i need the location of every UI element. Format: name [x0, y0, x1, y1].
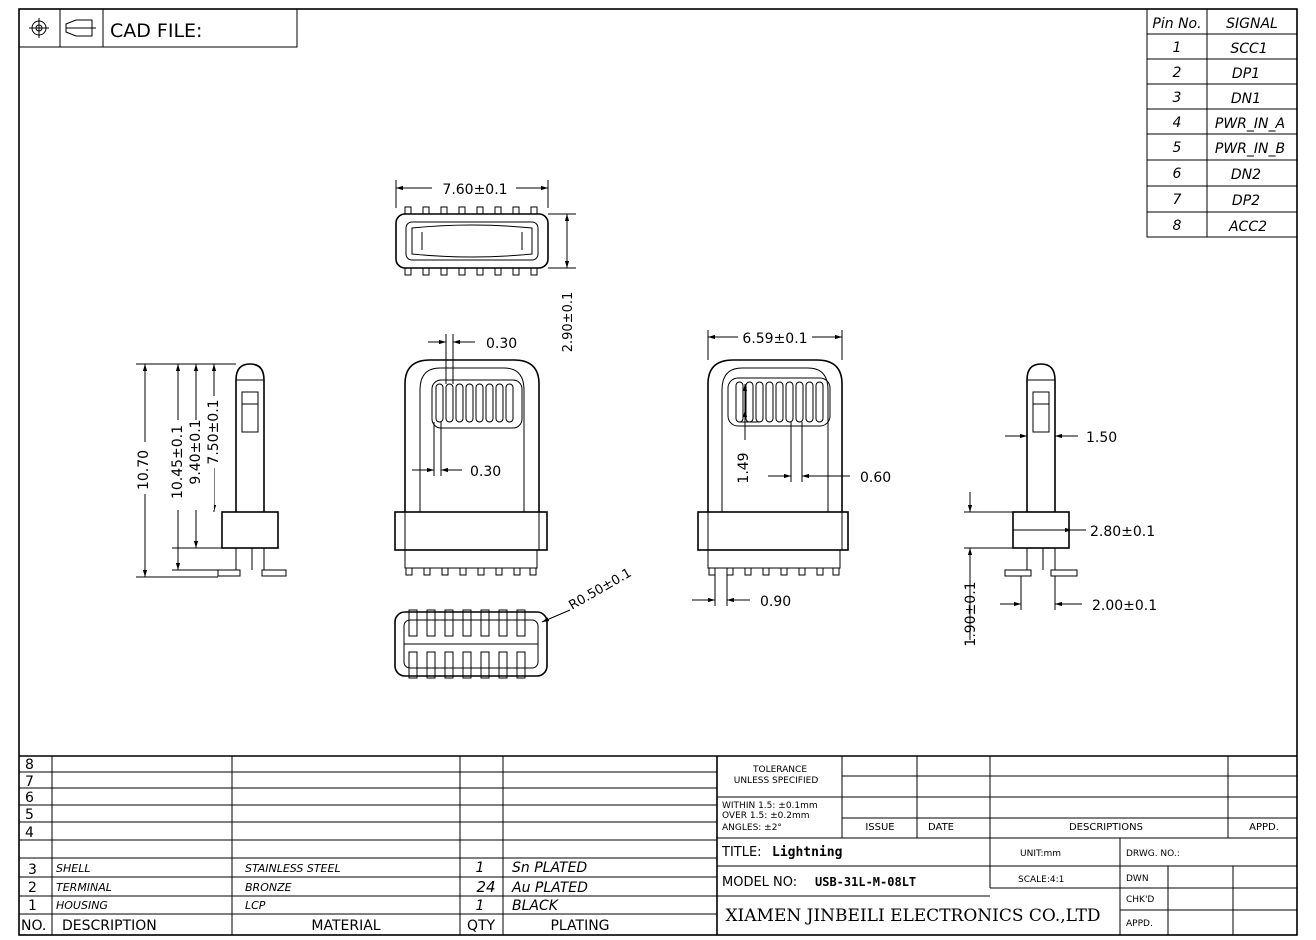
tolerance-over: OVER 1.5: ±0.2mm	[722, 811, 809, 821]
pin-number: 4	[1173, 115, 1182, 131]
pin-number: 5	[1173, 140, 1182, 156]
pin-signal: DP1	[1232, 66, 1260, 82]
bom-row-number: 7	[25, 774, 34, 790]
bom-header-plating: PLATING	[550, 918, 609, 934]
pin-signal: DN1	[1231, 91, 1261, 107]
pin-signal: PWR_IN_A	[1215, 116, 1285, 132]
dim-top-width: 7.60±0.1	[442, 182, 507, 198]
title-value: Lightning	[772, 845, 842, 860]
dim-right-b: 2.80±0.1	[1090, 524, 1155, 540]
tolerance-within: WITHIN 1.5: ±0.1mm	[722, 801, 818, 811]
bom-row-number: 8	[25, 757, 34, 773]
bom-plating: BLACK	[512, 898, 560, 914]
pin-signal: DN2	[1231, 167, 1261, 183]
bom-row-number: 4	[25, 825, 34, 841]
pin-number: 8	[1173, 218, 1182, 234]
unit-label: UNIT:mm	[1020, 849, 1061, 859]
bom-row-number: 6	[25, 790, 34, 806]
pin-number: 3	[1173, 90, 1182, 106]
drwg-no-label: DRWG. NO.:	[1126, 849, 1180, 859]
dwn-label: DWN	[1126, 874, 1149, 884]
pin-number: 2	[1173, 65, 1182, 81]
chkd-label: CHK'D	[1126, 895, 1154, 905]
bom-desc: SHELL	[56, 862, 90, 875]
pin-signal: ACC2	[1228, 219, 1267, 235]
bom-material: LCP	[245, 899, 266, 912]
pin-number: 7	[1173, 192, 1182, 208]
bom-material: STAINLESS STEEL	[245, 862, 341, 875]
rear-view: 6.59±0.1 1.49 0.60 0.90	[692, 330, 891, 610]
appd-col-label: APPD.	[1249, 822, 1279, 833]
dim-right-a: 1.50	[1086, 430, 1117, 446]
cad-header: CAD FILE:	[18, 8, 298, 48]
pin-col-header: Pin No.	[1152, 16, 1201, 32]
descriptions-label: DESCRIPTIONS	[1069, 822, 1143, 833]
pin-signal: DP2	[1232, 193, 1260, 209]
bom-no: 1	[28, 898, 37, 914]
tolerance-angles: ANGLES: ±2°	[722, 823, 782, 833]
dim-rear-width: 6.59±0.1	[742, 331, 807, 347]
bom-desc: HOUSING	[56, 899, 108, 912]
bom-qty: 1	[476, 860, 485, 876]
pin-signal: SCC1	[1230, 41, 1267, 57]
dim-side-b: 9.40±0.1	[188, 419, 204, 484]
bom-header-qty: QTY	[467, 918, 496, 934]
bom-no: 3	[28, 862, 37, 878]
bom-table: 8 7 6 5 4 3 SHELL STAINLESS STEEL 1 Sn P…	[19, 755, 718, 935]
signal-col-header: SIGNAL	[1226, 16, 1278, 32]
bom-material: BRONZE	[245, 881, 292, 894]
dim-front-slot-top: 0.30	[486, 336, 517, 352]
dim-top-height: 2.90±0.1	[561, 292, 576, 353]
title-label: TITLE:	[721, 845, 762, 860]
tolerance-title: TOLERANCE	[752, 765, 807, 775]
cad-file-label: CAD FILE:	[110, 20, 202, 42]
dim-side-a: 10.45±0.1	[170, 425, 186, 499]
bom-header-material: MATERIAL	[311, 918, 380, 934]
model-value: USB-31L-M-08LT	[815, 875, 916, 889]
dim-rear-depth: 1.49	[736, 452, 752, 483]
bom-plating: Sn PLATED	[512, 860, 587, 876]
appd-label: APPD.	[1126, 919, 1153, 929]
dim-rear-pitch: 0.60	[860, 470, 891, 486]
bom-desc: TERMINAL	[56, 881, 112, 894]
scale-label: SCALE:4:1	[1018, 875, 1064, 885]
dim-side-total: 10.70	[136, 450, 152, 490]
dim-bottom-radius: R0.50±0.1	[567, 566, 635, 614]
dim-right-d: 2.00±0.1	[1092, 598, 1157, 614]
front-view: 0.30 0.30	[394, 334, 548, 576]
pin-signal: PWR_IN_B	[1215, 141, 1285, 157]
pin-number: 6	[1173, 166, 1182, 182]
dim-front-slot-bottom: 0.30	[470, 464, 501, 480]
top-view: 7.60±0.1 2.90±0.1	[395, 180, 576, 353]
projection-symbol-icon	[29, 18, 96, 38]
bom-plating: Au PLATED	[511, 880, 588, 896]
bom-row-number: 5	[25, 807, 34, 823]
side-view-left: 10.70 10.45±0.1 9.40±0.1 7.50±0.1	[130, 363, 287, 578]
tolerance-subtitle: UNLESS SPECIFIED	[734, 776, 819, 786]
date-label: DATE	[928, 822, 954, 833]
dim-side-c: 7.50±0.1	[206, 399, 222, 464]
model-label: MODEL NO:	[722, 875, 797, 890]
bom-qty: 1	[476, 898, 485, 914]
bottom-view: R0.50±0.1	[394, 566, 635, 679]
company-name: XIAMEN JINBEILI ELECTRONICS CO.,LTD	[725, 906, 1100, 926]
dim-right-c: 1.90±0.1	[963, 581, 979, 646]
pin-table: Pin No. SIGNAL 1 SCC1 2 DP1 3 DN1 4 PWR_…	[1146, 8, 1298, 238]
bom-qty: 24	[476, 878, 495, 896]
side-view-right: 1.50 2.80±0.1 1.90±0.1 2.00±0.1	[963, 363, 1157, 647]
issue-label: ISSUE	[865, 822, 894, 833]
top-pins	[404, 206, 538, 276]
sheet-border	[18, 8, 1298, 936]
dim-rear-pin: 0.90	[760, 594, 791, 610]
bom-header-desc: DESCRIPTION	[62, 918, 157, 934]
pin-number: 1	[1173, 40, 1182, 56]
bom-header-no: NO.	[21, 918, 46, 934]
bom-no: 2	[28, 880, 37, 896]
title-block: TOLERANCE UNLESS SPECIFIED WITHIN 1.5: ±…	[717, 755, 1297, 935]
